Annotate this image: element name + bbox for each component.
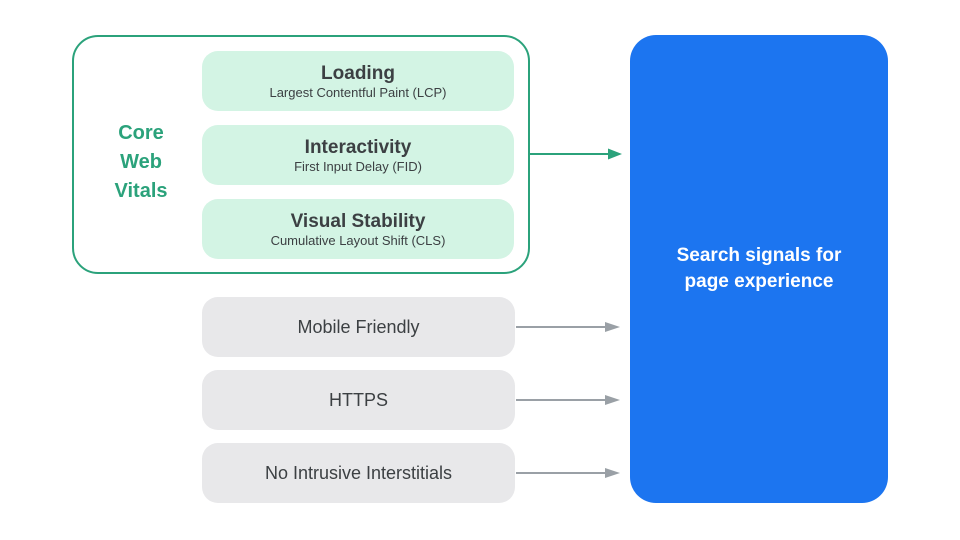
gray-arrow-right-icon — [516, 322, 620, 332]
signal-box-no-intrusive-interstitials: No Intrusive Interstitials — [202, 443, 515, 503]
signal-label-mobile-friendly: Mobile Friendly — [297, 316, 420, 337]
signal-label-no-intrusive-interstitials: No Intrusive Interstitials — [264, 462, 453, 483]
vital-subtitle-lcp: Largest Contentful Paint (LCP) — [269, 84, 447, 100]
vital-box-loading: Loading Largest Contentful Paint (LCP) — [202, 51, 514, 111]
vital-box-interactivity: Interactivity First Input Delay (FID) — [202, 125, 514, 185]
search-signals-panel: Search signals for page experience — [630, 35, 888, 503]
green-arrow-right-icon — [530, 148, 622, 160]
vital-title-loading: Loading — [321, 62, 395, 84]
signal-label-https: HTTPS — [328, 389, 388, 410]
signal-box-https: HTTPS — [202, 370, 515, 430]
vital-box-visual-stability: Visual Stability Cumulative Layout Shift… — [202, 199, 514, 259]
core-web-vitals-label: Core Web Vitals — [114, 122, 168, 202]
vital-subtitle-cls: Cumulative Layout Shift (CLS) — [270, 232, 446, 248]
vital-subtitle-fid: First Input Delay (FID) — [294, 158, 422, 174]
gray-arrow-right-icon — [516, 395, 620, 405]
search-signals-label: Search signals for page experience — [676, 245, 842, 292]
vital-title-visual-stability: Visual Stability — [290, 210, 426, 232]
signal-box-mobile-friendly: Mobile Friendly — [202, 297, 515, 357]
vital-title-interactivity: Interactivity — [304, 136, 412, 158]
gray-arrow-right-icon — [516, 468, 620, 478]
core-web-vitals-group: Core Web Vitals Loading Largest Contentf… — [72, 35, 530, 274]
